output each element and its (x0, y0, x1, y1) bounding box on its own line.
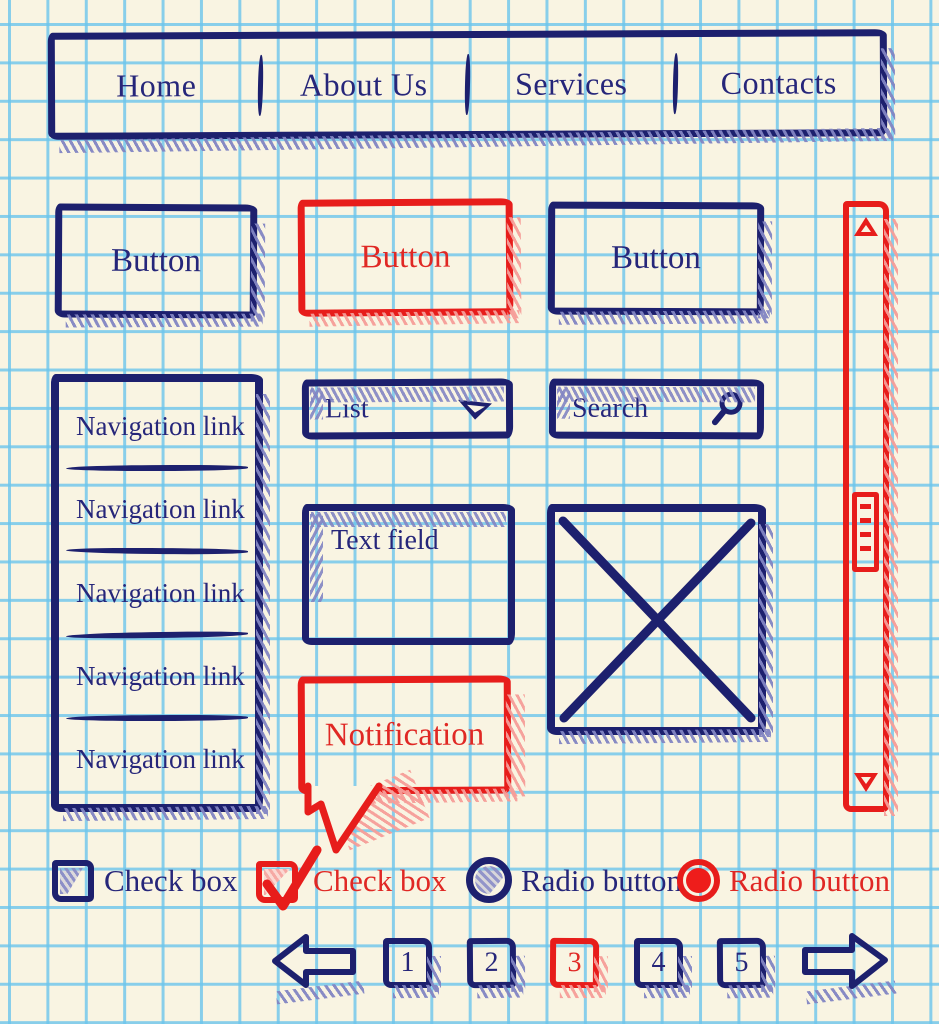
image-x-placeholder-icon (547, 504, 773, 737)
nav-link-item[interactable]: Navigation link (76, 494, 245, 525)
radio-label: Radio button (521, 863, 683, 898)
nav-item-home[interactable]: Home (116, 67, 197, 104)
page-button-1[interactable]: 1 (383, 938, 441, 992)
arrow-left-icon[interactable] (270, 931, 358, 991)
nav-link-item[interactable]: Navigation link (76, 411, 245, 442)
button-primary-1[interactable]: Button (54, 203, 258, 319)
checkbox-checked[interactable] (256, 845, 322, 911)
nav-link-item[interactable]: Navigation link (76, 743, 245, 774)
triangle-down-icon[interactable] (852, 770, 880, 794)
radio-label: Radio button (729, 863, 891, 898)
checkbox-label: Check box (104, 863, 238, 898)
list-dropdown[interactable]: List (301, 378, 514, 440)
scroll-thumb[interactable] (852, 492, 879, 572)
radio-selected[interactable] (677, 859, 720, 902)
nav-item-services[interactable]: Services (514, 65, 628, 102)
page-button-4[interactable]: 4 (634, 938, 692, 992)
button-primary-2[interactable]: Button (547, 201, 765, 316)
triangle-down-icon (456, 396, 494, 422)
nav-item-contacts[interactable]: Contacts (720, 64, 837, 101)
notification-tail (295, 782, 435, 870)
page-button-2[interactable]: 2 (466, 937, 517, 989)
separator (66, 465, 248, 472)
page-button-5[interactable]: 5 (716, 937, 767, 989)
notification-label: Notification (324, 716, 485, 753)
nav-item-about-us[interactable]: About Us (299, 66, 428, 103)
vertical-scrollbar[interactable] (843, 201, 898, 816)
list-dropdown-label: List (324, 393, 369, 425)
button-accent[interactable]: Button (297, 198, 514, 317)
text-field[interactable]: Text field (302, 504, 515, 645)
page-button-3-active[interactable]: 3 (549, 937, 600, 989)
nav-links-panel: Navigation link Navigation link Navigati… (51, 374, 270, 814)
separator (66, 714, 248, 721)
search-placeholder: Search (571, 392, 649, 424)
radio-unselected[interactable] (466, 857, 512, 903)
checkbox-unchecked[interactable] (52, 860, 94, 902)
arrow-right-icon[interactable] (800, 929, 890, 991)
text-field-label: Text field (331, 525, 439, 556)
top-navbar: Home About Us Services Contacts (47, 29, 888, 140)
nav-link-item[interactable]: Navigation link (76, 660, 245, 691)
magnifier-icon[interactable] (709, 390, 745, 428)
triangle-up-icon[interactable] (852, 215, 880, 239)
search-input[interactable]: Search (548, 378, 765, 440)
nav-link-item[interactable]: Navigation link (76, 577, 245, 608)
